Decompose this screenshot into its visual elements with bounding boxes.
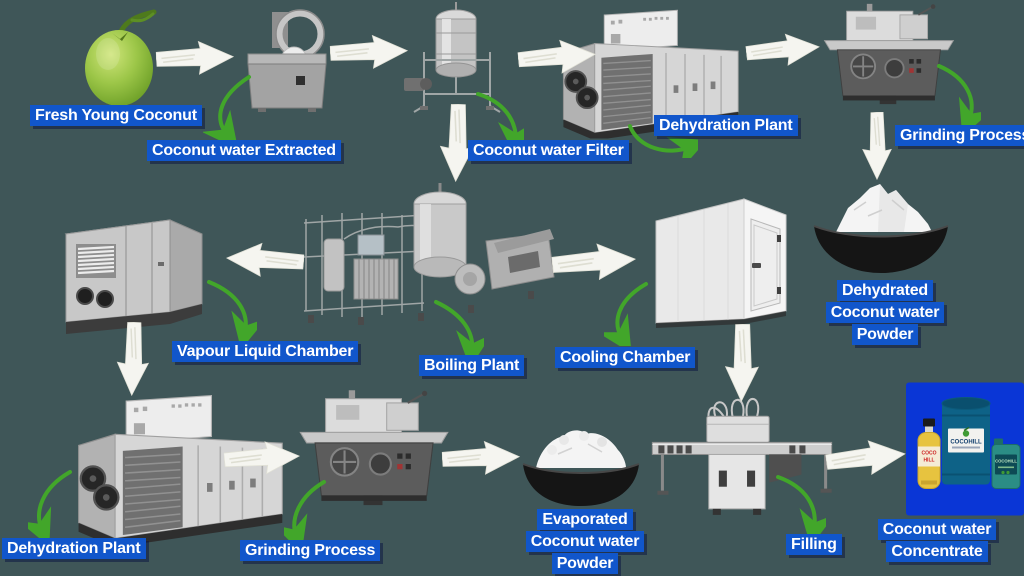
label-line: Dehydrated [836,280,934,301]
label-filling: Filling [786,534,842,555]
flow-arrow-dehydration-to-grinding-bottom [223,438,301,478]
label-vapour-liquid-chamber: Vapour Liquid Chamber [172,341,359,362]
flow-arrow-coconut-to-extractor [155,39,234,78]
pointer-arrow-dehydration-top-label [628,124,698,158]
pointer-arrow-cooling-label [604,282,648,346]
flow-arrow-boiling-to-cooling-chamber [551,239,638,285]
label-dehydrated-coconut-water-powder: Dehydrated Coconut water Powder [812,280,958,346]
label-grinding-process-top: Grinding Process [895,125,1024,146]
label-cooling-chamber: Cooling Chamber [555,347,696,368]
vapour-liquid-chamber-machine-image [58,203,210,335]
dehydrated-powder-bowl-image [808,180,953,275]
label-dehydration-plant-bottom: Dehydration Plant [2,538,146,559]
coconut-water-filter-machine-image [396,2,522,114]
label-evaporated-coconut-water-powder: Evaporated Coconut water Powder [512,509,658,575]
pointer-arrow-grinding-top-label [937,64,981,130]
label-grinding-process-bottom: Grinding Process [240,540,381,561]
jerry-can-image: COCOHILL [991,438,1021,489]
can-label-text: COCOHILL [995,459,1017,464]
label-dehydration-plant-top: Dehydration Plant [654,115,798,136]
bottle-label-line2: HILL [923,458,934,464]
drum-image: COCOHILL [941,397,991,485]
flow-arrow-vapour-down-to-dehydration [109,321,158,397]
label-line: Powder [551,553,619,574]
flow-arrow-cooling-down-to-filling [719,324,764,403]
boiling-plant-machine-image [298,178,560,328]
label-line: Concentrate [886,541,988,562]
flow-arrow-grinding-down-to-bowl [858,112,896,180]
cooling-chamber-image [648,190,793,337]
label-coconut-water-filter: Coconut water Filter [468,140,629,161]
coconut-water-extractor-machine-image [238,8,334,112]
label-coconut-water-extracted: Coconut water Extracted [147,140,341,161]
product-card-image: COCOHILL COCO HILL COCOHILL [906,382,1024,516]
pointer-arrow-extracted-label [203,75,251,145]
flow-arrow-filter-to-dehydration [517,35,597,78]
pointer-arrow-filter-label [476,92,524,150]
pointer-arrow-boiling-label [434,300,484,360]
label-line: Coconut water [825,302,945,323]
flow-arrow-extractor-to-filter [329,33,408,72]
label-fresh-young-coconut: Fresh Young Coconut [30,105,202,126]
label-line: Powder [851,324,919,345]
label-boiling-plant: Boiling Plant [419,355,525,376]
pointer-arrow-dehydration-bottom-label [28,470,72,538]
bottle-image: COCO HILL [917,418,941,489]
label-line: Evaporated [537,509,633,530]
evaporated-powder-bowl-image [518,424,644,509]
pointer-arrow-grinding-bottom-label [284,480,326,544]
label-coconut-water-concentrate: Coconut water Concentrate [862,519,1012,563]
fresh-coconut-image [82,8,158,108]
flow-arrow-grinding-to-bowl-bottom [441,439,520,478]
label-line: Coconut water [877,519,997,540]
pointer-arrow-vapour-label [207,280,257,342]
label-line: Coconut water [525,531,645,552]
flow-arrow-dehydration-to-grinding [744,27,821,73]
flow-arrow-boiling-to-vapour-chamber [225,240,305,280]
pointer-arrow-filling-label [776,475,826,537]
filling-machine-image [648,390,836,526]
drum-label-text: COCOHILL [950,440,982,446]
bottle-label-line1: COCO [922,451,937,457]
flow-arrow-filling-to-products [824,434,908,482]
